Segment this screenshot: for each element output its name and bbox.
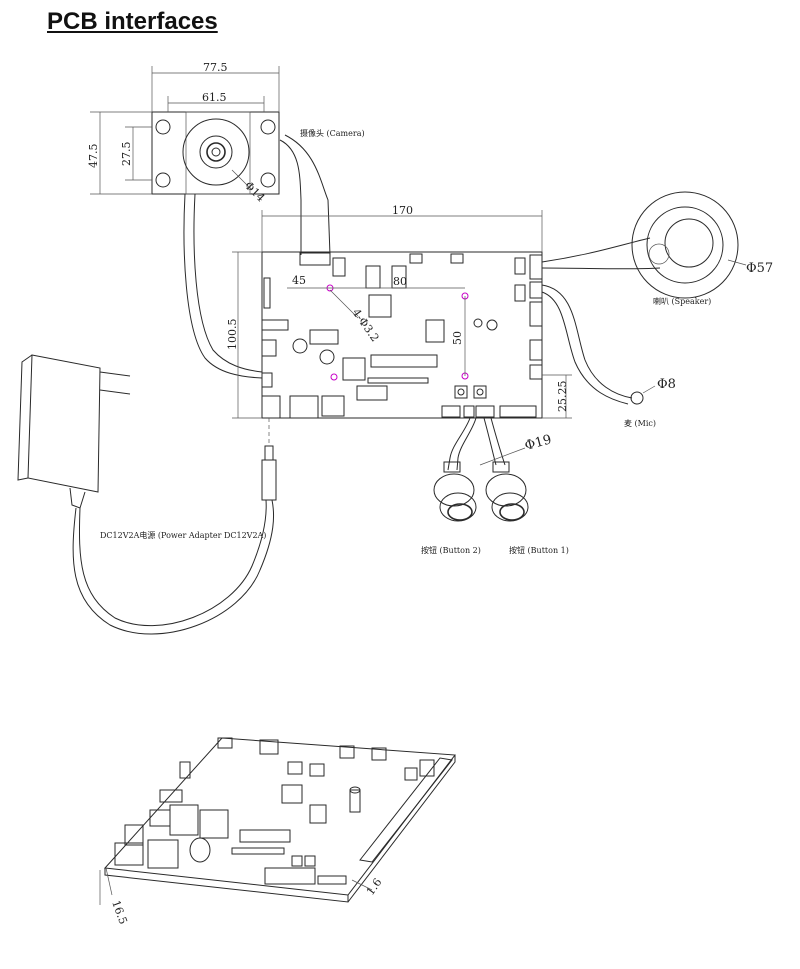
camera-width-outer: 77.5 (203, 61, 228, 74)
camera-lens-dia: Φ14 (242, 179, 267, 204)
button-dia: Φ19 (523, 432, 553, 454)
buttons (433, 417, 529, 522)
speaker (541, 191, 747, 299)
power-adapter (17, 354, 277, 635)
board-dimensions (232, 210, 572, 419)
mic-label: 麦 (Mic) (624, 418, 656, 428)
page-title: PCB interfaces (47, 8, 218, 35)
connector-offset: 25.25 (556, 381, 569, 413)
board-height: 100.5 (226, 319, 239, 351)
mount-holes: 4-Φ3.2 (350, 306, 382, 344)
camera-height-inner: 27.5 (120, 142, 133, 167)
speaker-dia: Φ57 (746, 261, 773, 276)
camera-module (151, 111, 280, 195)
mic-dia: Φ8 (657, 377, 676, 392)
button2-label: 按钮 (Button 2) (421, 545, 481, 555)
board-side-dim: 16.5 (109, 899, 130, 926)
camera-width-inner: 61.5 (202, 91, 227, 104)
board-width: 170 (392, 204, 413, 217)
pcb-isometric-view (99, 737, 456, 905)
power-label: DC12V2A电源 (Power Adapter DC12V2A) (100, 530, 266, 540)
camera-cables (183, 134, 331, 379)
mic (541, 284, 656, 405)
hole-spacing-80: 80 (393, 275, 407, 288)
button1-label: 按钮 (Button 1) (509, 545, 569, 555)
speaker-label: 喇叭 (Speaker) (653, 296, 711, 306)
camera-label: 摄像头 (Camera) (300, 128, 365, 138)
camera-dimensions (90, 66, 280, 195)
hole-spacing-50: 50 (451, 331, 464, 345)
pcb-board (261, 251, 543, 419)
board-thickness: 1.6 (364, 876, 385, 898)
hole-spacing-45: 45 (292, 274, 306, 287)
camera-height-outer: 47.5 (87, 144, 100, 169)
